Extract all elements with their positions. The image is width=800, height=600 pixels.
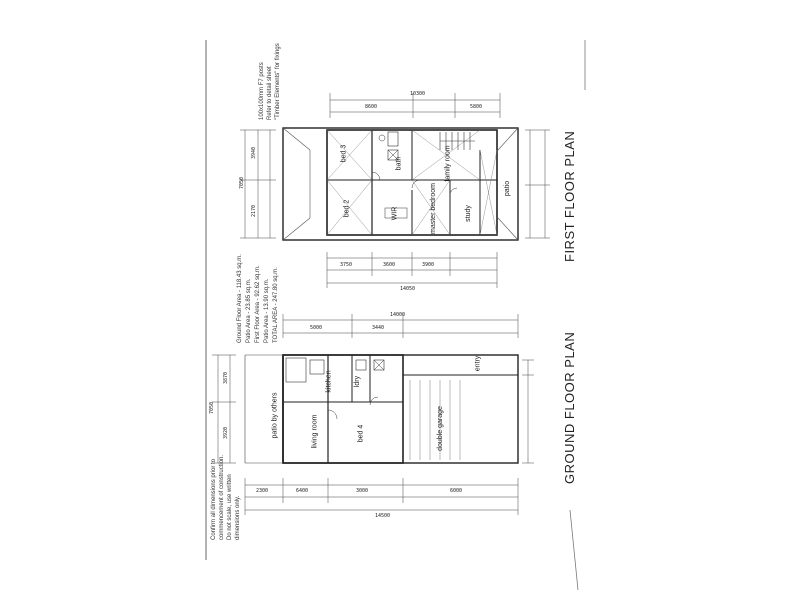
room-label-patio-first: patio: [504, 180, 512, 197]
room-label-garage: double garage: [436, 406, 444, 451]
dim-label: 5800: [470, 104, 483, 110]
confirm-note: Confirm all dimensions prior to commence…: [210, 455, 242, 540]
dim-label: 2300: [256, 488, 269, 494]
dim-label: 3920: [223, 426, 230, 440]
dim-label: 6400: [296, 488, 309, 494]
dim-label: 7050: [209, 401, 216, 415]
room-label-bed4: bed 4: [357, 424, 365, 443]
ground-floor-title: GROUND FLOOR PLAN: [562, 331, 577, 484]
first-floor-title: FIRST FLOOR PLAN: [562, 130, 577, 262]
posts-note: 100x100mm F7 posts Refer to detail sheet…: [258, 43, 282, 120]
area-line: Ground Floor Area - 118.43 sq.m.: [237, 254, 243, 343]
dim-label: 2170: [251, 204, 258, 218]
area-line: Patio Area - 23.85 sq.m.: [246, 278, 252, 343]
first-floor-plan: [240, 93, 550, 288]
dim-label: 6000: [450, 488, 463, 494]
dim-label: 14000: [390, 312, 406, 318]
dim-label: 5000: [310, 325, 323, 331]
room-label-ldry: ldry: [354, 375, 362, 388]
note-line: Do not scale, use written: [227, 474, 233, 540]
room-label-kitchen: kitchen: [325, 370, 333, 393]
dim-label: 14500: [375, 513, 391, 519]
dim-label: 3000: [356, 488, 369, 494]
dim-label: 8600: [365, 104, 378, 110]
dim-label: 14050: [400, 286, 416, 292]
note-line: dimensions only.: [235, 495, 241, 540]
dim-label: 3750: [340, 262, 353, 268]
dim-label: 3900: [422, 262, 435, 268]
note-line: commencement of construction.: [219, 454, 225, 540]
room-label-master: master bedroom: [429, 183, 437, 234]
dim-label: 7050: [239, 176, 246, 190]
dim-label: 10300: [410, 91, 426, 97]
dim-label: 3600: [383, 262, 396, 268]
room-label-study: study: [464, 205, 472, 222]
note-line: Confirm all dimensions prior to: [211, 458, 217, 540]
dim-label: 3440: [372, 325, 385, 331]
area-line: First Floor Area - 92.62 sq.m.: [255, 265, 261, 343]
room-label-patio-ground: patio by others: [271, 392, 279, 439]
room-label-living: living room: [311, 414, 319, 449]
room-label-bath: bath: [395, 156, 403, 171]
note-line: 100x100mm F7 posts: [259, 62, 265, 120]
dim-label: 3870: [223, 371, 230, 385]
room-label-wir: WIR: [391, 206, 399, 221]
note-line: "Timber Elements" for fixings: [275, 43, 281, 120]
dim-label: 3940: [251, 146, 258, 160]
area-line: TOTAL AREA - 247.80 sq.m.: [273, 267, 279, 343]
room-label-family: family room: [444, 145, 452, 182]
room-label-bed2: bed 2: [343, 199, 351, 218]
room-label-bed3: bed 3: [340, 144, 348, 163]
room-label-entry: entry: [474, 355, 482, 372]
ground-floor-plan: [212, 314, 534, 515]
note-line: Refer to detail sheet: [267, 66, 273, 120]
area-schedule: Ground Floor Area - 118.43 sq.m. Patio A…: [236, 254, 281, 343]
area-line: Patio Area - 13.90 sq.m.: [264, 278, 270, 343]
